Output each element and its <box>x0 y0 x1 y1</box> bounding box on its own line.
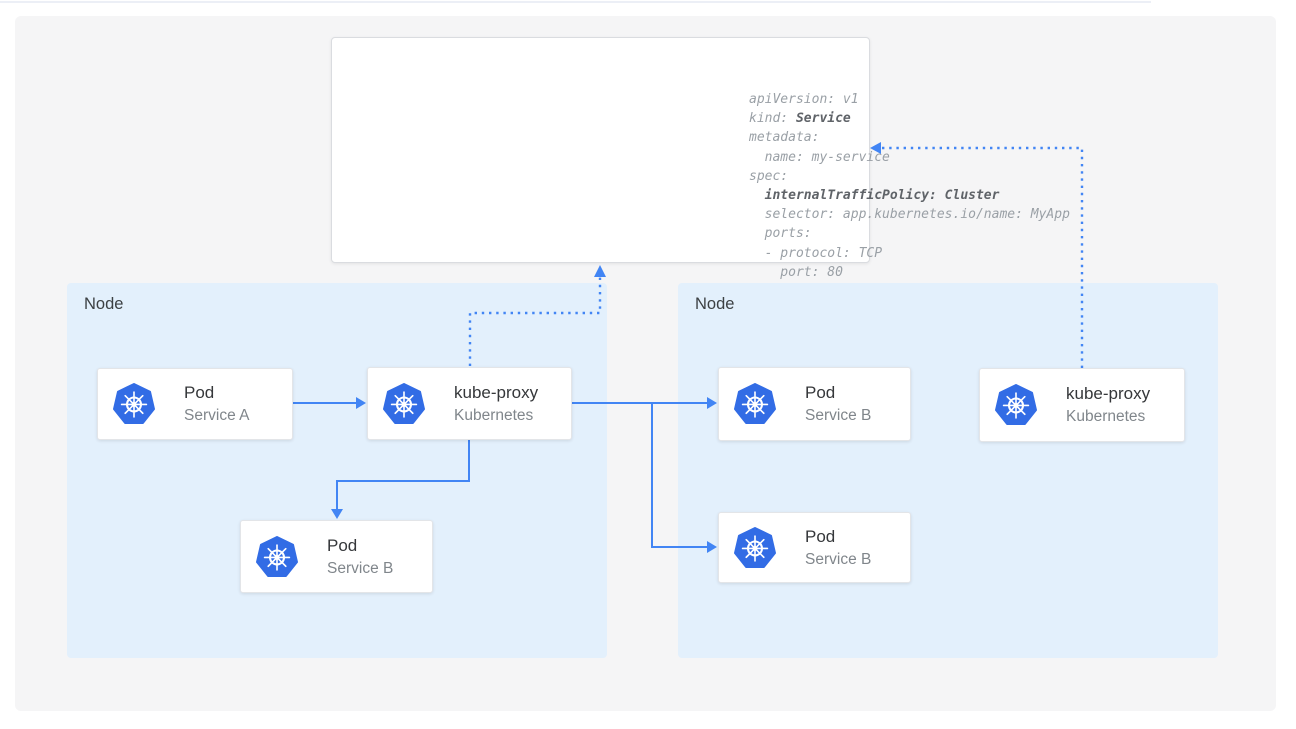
kubernetes-icon <box>113 383 155 425</box>
top-border-line <box>0 1 1151 3</box>
card-kube-proxy-left: kube-proxy Kubernetes <box>367 367 572 440</box>
card-title: Pod <box>805 383 836 402</box>
node-left-label: Node <box>84 295 124 313</box>
card-title: kube-proxy <box>454 382 539 402</box>
kubernetes-icon <box>995 384 1037 426</box>
card-subtitle: Service B <box>805 550 872 568</box>
card-subtitle: Kubernetes <box>454 406 534 424</box>
card-pod-service-b-right-bottom: Pod Service B <box>718 512 911 583</box>
card-pod-service-b-right-top: Pod Service B <box>718 367 911 441</box>
card-title: Pod <box>184 383 215 402</box>
card-pod-service-a: Pod Service A <box>97 368 293 440</box>
node-right-label: Node <box>695 295 735 313</box>
kubernetes-icon <box>734 383 776 425</box>
node-left: Node <box>67 283 607 658</box>
kubernetes-icon <box>383 382 425 425</box>
card-subtitle: Service B <box>327 559 394 577</box>
card-pod-service-b-left: Pod Service B <box>240 520 433 593</box>
kubernetes-icon <box>734 526 776 569</box>
card-title: Pod <box>327 535 358 555</box>
card-kube-proxy-right: kube-proxy Kubernetes <box>979 368 1185 442</box>
card-title: Pod <box>805 526 836 546</box>
card-subtitle: Service B <box>805 407 872 424</box>
kubernetes-icon <box>256 535 298 578</box>
card-title: kube-proxy <box>1066 384 1151 403</box>
node-right: Node <box>678 283 1218 658</box>
card-subtitle: Service A <box>184 407 250 424</box>
card-subtitle: Kubernetes <box>1066 408 1146 425</box>
